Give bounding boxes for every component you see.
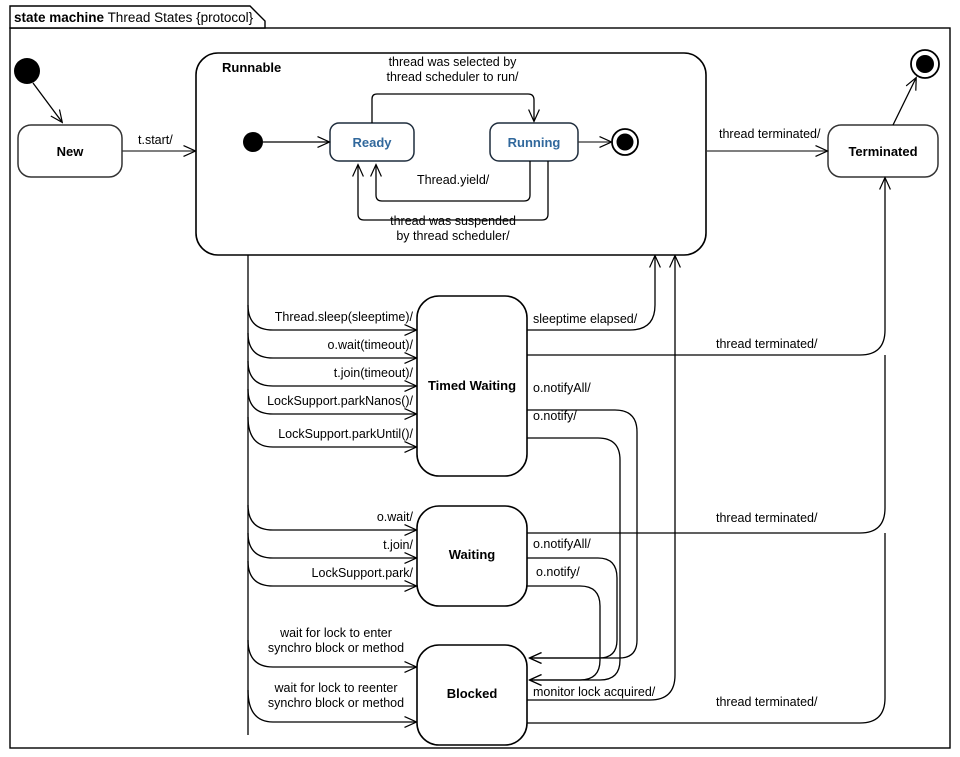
- transition-timed-waiting-terminated: [527, 178, 885, 356]
- transition-label-sleeptime-elapsed: sleeptime elapsed/: [533, 312, 638, 326]
- state-running-label: Running: [507, 135, 561, 150]
- final-state-node-runnable[interactable]: [611, 128, 639, 156]
- transition-label-o-wait: o.wait/: [376, 510, 413, 524]
- transition-to-timed-waiting-3: [247, 360, 416, 386]
- transition-ready-to-running: [371, 93, 534, 123]
- transition-waiting-terminated: [527, 355, 886, 534]
- transition-label-thread-yield: Thread.yield/: [417, 173, 490, 187]
- transition-label-blocked-terminated: thread terminated/: [716, 695, 818, 709]
- initial-state-node-runnable[interactable]: [243, 132, 263, 152]
- transition-label-new-to-runnable: t.start/: [138, 133, 173, 147]
- state-blocked-shape[interactable]: [416, 644, 528, 746]
- frame-keyword: state machine: [14, 10, 105, 25]
- transition-label-ready-to-running-line1: thread was selected by: [388, 55, 517, 69]
- transition-blocked-terminated: [527, 533, 886, 724]
- initial-state-node-outer[interactable]: [14, 58, 40, 84]
- transition-label-blocked-reenter-line1: wait for lock to reenter: [274, 681, 398, 695]
- transition-label-parknanos: LockSupport.parkNanos()/: [267, 394, 413, 408]
- frame-name: Thread States {protocol}: [107, 10, 254, 25]
- transition-label-timed-notifyall: o.notifyAll/: [533, 381, 591, 395]
- transition-to-blocked-1: [247, 639, 416, 667]
- state-waiting-label: Waiting: [448, 547, 496, 562]
- transition-label-timed-waiting-terminated: thread terminated/: [716, 337, 818, 351]
- state-blocked-label: Blocked: [446, 686, 498, 701]
- transition-running-to-ready-yield: [376, 161, 531, 202]
- transition-to-timed-waiting-4: [247, 388, 416, 414]
- transition-to-waiting-3: [247, 560, 416, 586]
- transition-label-blocked-enter-line2: synchro block or method: [267, 641, 405, 655]
- state-terminated-label: Terminated: [848, 144, 918, 159]
- transition-label-locksupport-park: LockSupport.park/: [311, 566, 413, 580]
- transition-label-suspended-line2: by thread scheduler/: [396, 229, 510, 243]
- transition-label-suspended-line1: thread was suspended: [390, 214, 516, 228]
- transition-label-waiting-notifyall: o.notifyAll/: [533, 537, 591, 551]
- transition-label-blocked-reenter-line2: synchro block or method: [267, 696, 405, 710]
- transition-waiting-notifyall-to-blocked: [527, 557, 618, 658]
- transition-label-parkuntil: LockSupport.parkUntil()/: [278, 427, 413, 441]
- transition-start-to-new: [32, 82, 62, 122]
- transition-label-thread-sleep: Thread.sleep(sleeptime)/: [274, 310, 413, 324]
- transition-to-blocked-2: [247, 689, 416, 722]
- transition-to-timed-waiting-5: [247, 416, 416, 447]
- state-timed-waiting-label: Timed Waiting: [427, 378, 517, 393]
- final-state-node-outer[interactable]: [910, 49, 940, 79]
- state-new-label: New: [56, 144, 84, 159]
- transition-to-timed-waiting-1: [247, 304, 416, 330]
- transition-timed-waiting-notify-to-blocked: [527, 437, 621, 680]
- transition-label-waiting-terminated: thread terminated/: [716, 511, 818, 525]
- state-runnable-label: Runnable: [222, 60, 282, 75]
- transition-to-waiting-2: [247, 532, 416, 558]
- state-ready-label: Ready: [352, 135, 392, 150]
- transition-label-o-wait-timeout: o.wait(timeout)/: [327, 338, 413, 352]
- transition-timed-waiting-notifyall-to-blocked: [527, 409, 638, 658]
- transition-label-monitor-lock-acquired: monitor lock acquired/: [533, 685, 656, 699]
- transition-terminated-to-final: [892, 78, 916, 126]
- transition-to-timed-waiting-2: [247, 332, 416, 358]
- transition-label-runnable-to-terminated: thread terminated/: [719, 127, 821, 141]
- transition-label-ready-to-running-line2: thread scheduler to run/: [386, 70, 519, 84]
- transition-waiting-notify-to-blocked: [527, 585, 601, 680]
- transition-to-waiting-1: [247, 504, 416, 530]
- transition-label-t-join-timeout: t.join(timeout)/: [333, 366, 413, 380]
- transition-label-t-join: t.join/: [383, 538, 413, 552]
- frame-title: state machine Thread States {protocol}: [14, 10, 253, 25]
- transition-sleeptime-elapsed: [527, 256, 655, 331]
- transition-label-blocked-enter-line1: wait for lock to enter: [280, 626, 392, 640]
- transition-label-waiting-notify: o.notify/: [536, 565, 580, 579]
- transition-label-timed-notify: o.notify/: [533, 409, 577, 423]
- transition-running-to-ready-suspended: [358, 161, 549, 221]
- transition-monitor-lock-acquired: [527, 256, 675, 701]
